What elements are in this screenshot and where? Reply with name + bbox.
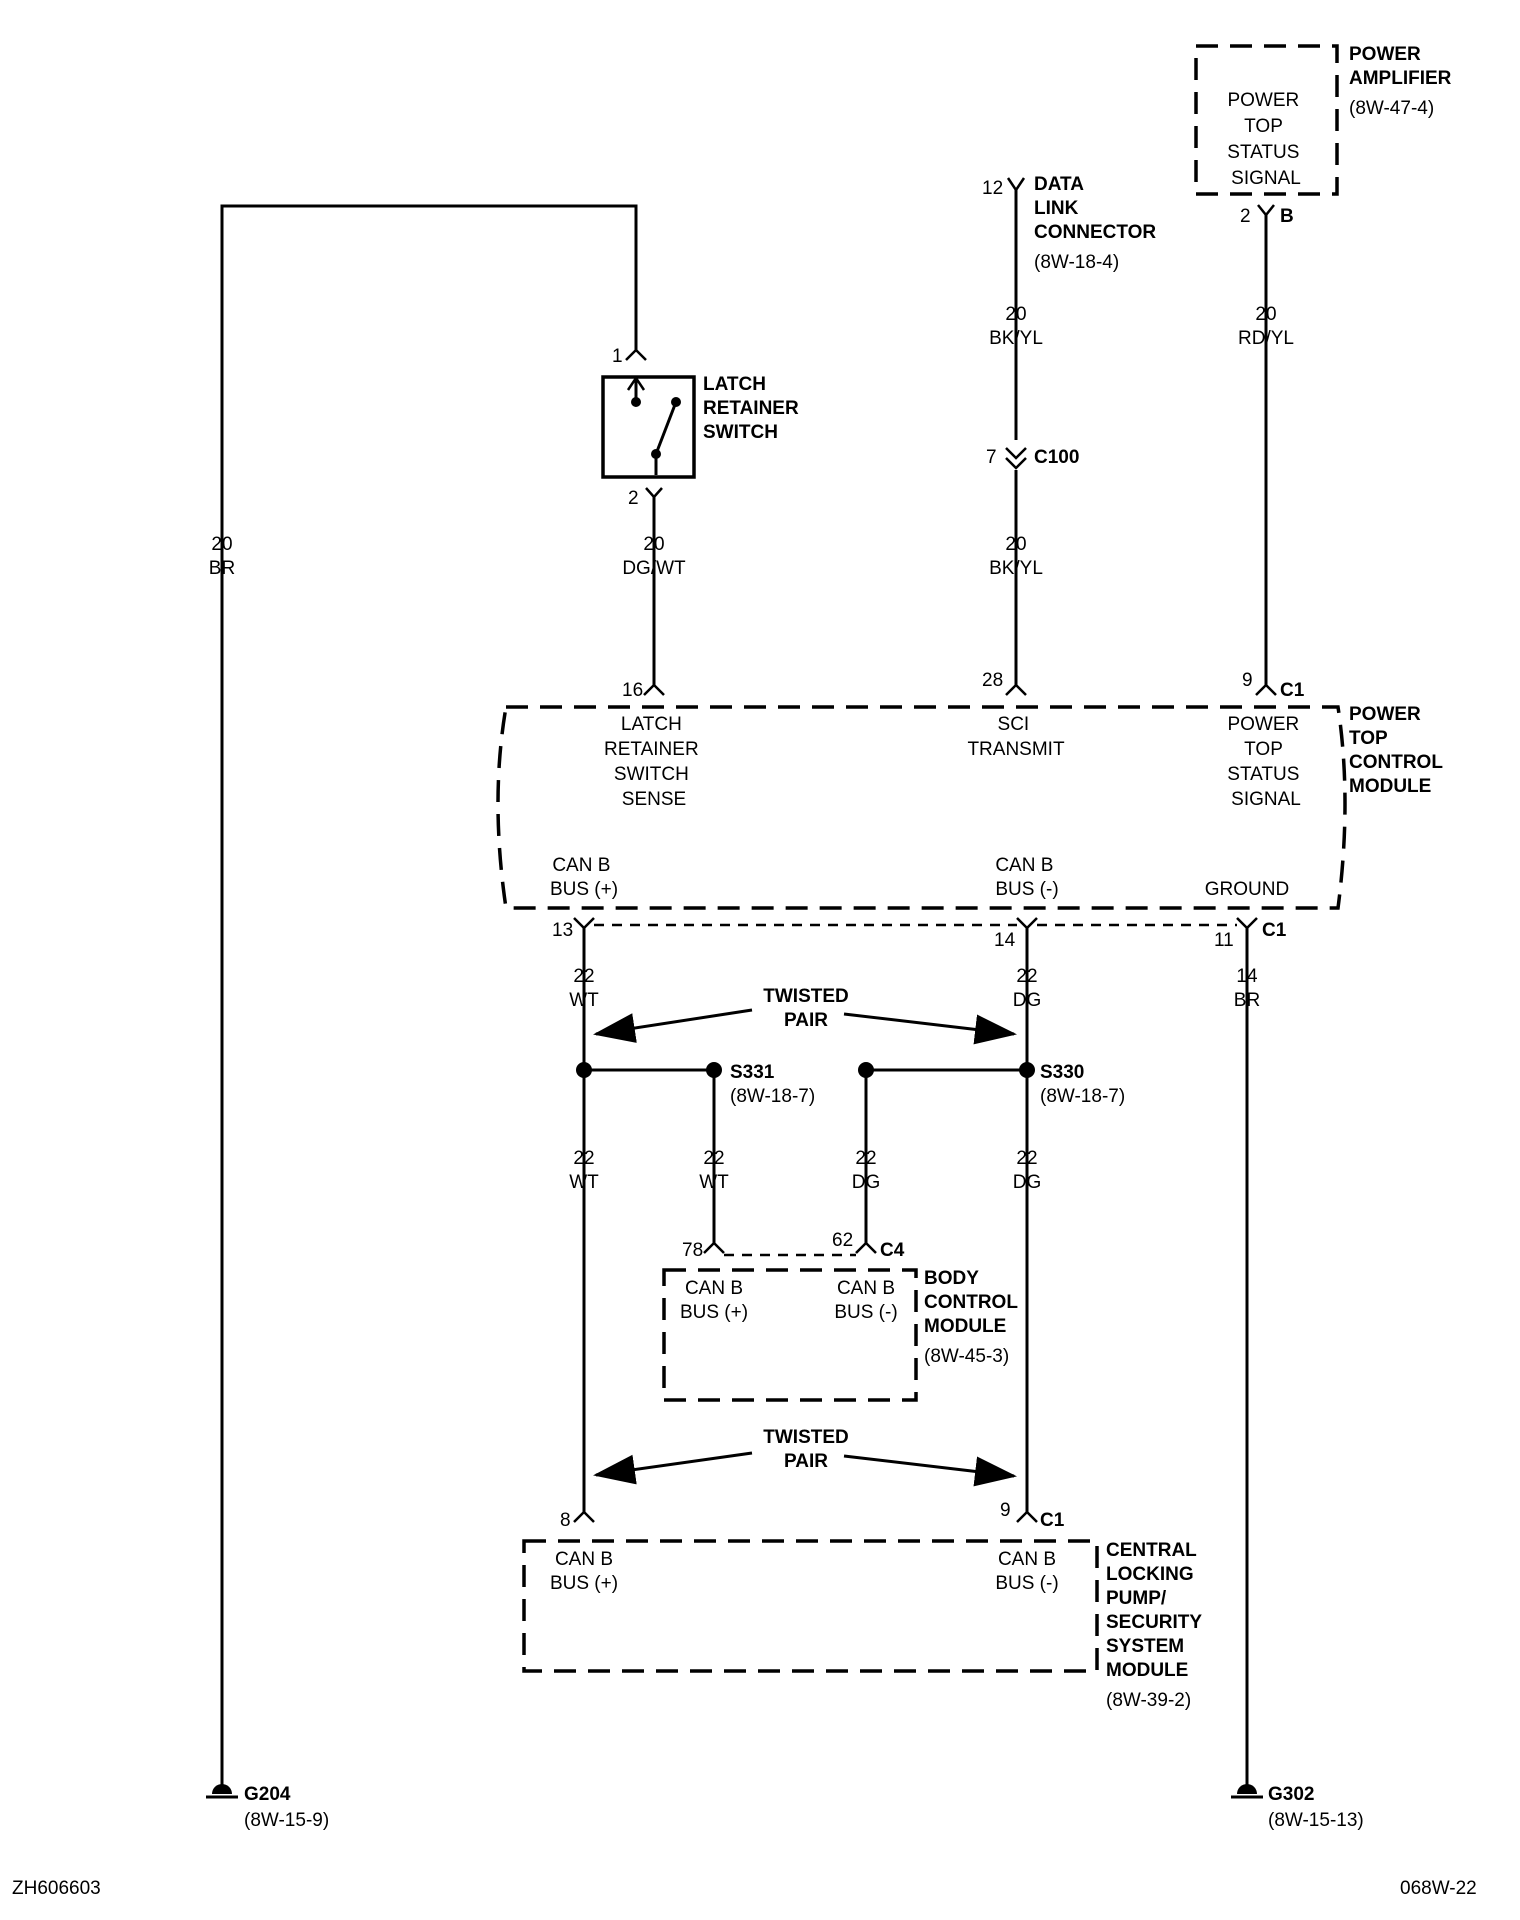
power-amplifier-label: POWER AMPLIFIER (8W-47-4) [1349, 44, 1457, 119]
clp-pin-9: 9 [1000, 1500, 1011, 1521]
c100-label: C100 [1034, 447, 1079, 468]
ptcm-bottom-connector: C1 [1262, 920, 1287, 941]
footer-right-code: 068W-22 [1400, 1878, 1477, 1899]
power-amplifier-inner-label: POWER TOP STATUS SIGNAL [1227, 90, 1304, 189]
ptcm-pin-14: 14 [994, 930, 1016, 951]
lrs-pin-1: 1 [612, 346, 623, 367]
ptcm-fn-status: POWER TOP STATUS SIGNAL [1227, 714, 1304, 810]
data-link-connector-label: DATA LINK CONNECTOR (8W-18-4) [1034, 174, 1161, 273]
lrs-pin-2: 2 [628, 488, 639, 509]
pa-pin: 2 [1240, 206, 1251, 227]
body-control-module-box [662, 1268, 918, 1402]
connector-symbols [573, 177, 1277, 1523]
bcm-pin-62: 62 [832, 1230, 853, 1251]
clp-connector: C1 [1040, 1510, 1065, 1531]
central-locking-module-label: CENTRAL LOCKING PUMP/ SECURITY SYSTEM MO… [1106, 1540, 1207, 1711]
ptcm-ground: GROUND [1205, 879, 1289, 900]
g204-label: G204(8W-15-9) [244, 1784, 329, 1831]
latch-retainer-switch-box [601, 375, 696, 479]
body-control-module-label: BODY CONTROL MODULE (8W-45-3) [924, 1268, 1023, 1367]
ptcm-fn-sci: SCI TRANSMIT [967, 714, 1065, 760]
ptcm-can-minus: CAN B BUS (-) [995, 855, 1058, 900]
splice-dots [576, 1062, 1035, 1078]
wire-br-ground-g204 [220, 204, 638, 1794]
power-top-control-module-label: POWER TOP CONTROL MODULE [1349, 704, 1448, 797]
g302-label: G302(8W-15-13) [1268, 1784, 1364, 1831]
ptcm-fn-latch: LATCH RETAINER SWITCH SENSE [604, 714, 704, 810]
twisted-pair-arrows [593, 1008, 1017, 1487]
ptcm-pin-11: 11 [1214, 930, 1234, 951]
bcm-pin-78: 78 [682, 1240, 703, 1261]
power-top-control-module-box [496, 705, 1347, 910]
ptcm-pin-28: 28 [982, 670, 1003, 691]
dlc-pin: 12 [982, 178, 1003, 199]
s331-label: S331(8W-18-7) [730, 1062, 815, 1107]
ptcm-can-plus: CAN B BUS (+) [550, 855, 618, 900]
pa-connector: B [1280, 206, 1294, 227]
central-locking-module-box [522, 1539, 1099, 1673]
switch-contacts [626, 375, 681, 475]
clp-pin-8: 8 [560, 1510, 571, 1531]
power-amplifier-box [1194, 44, 1339, 196]
s330-label: S330(8W-18-7) [1040, 1062, 1125, 1107]
latch-retainer-switch-label: LATCH RETAINER SWITCH [703, 374, 804, 443]
c100-pin: 7 [986, 447, 997, 468]
ptcm-pin-16: 16 [622, 680, 643, 701]
bcm-connector: C4 [880, 1240, 905, 1261]
ptcm-pin-9: 9 [1242, 670, 1253, 691]
ptcm-top-connector: C1 [1280, 680, 1305, 701]
ptcm-pin-13: 13 [552, 920, 573, 941]
ground-symbols [206, 1784, 1263, 1799]
footer-left-code: ZH606603 [12, 1878, 101, 1899]
